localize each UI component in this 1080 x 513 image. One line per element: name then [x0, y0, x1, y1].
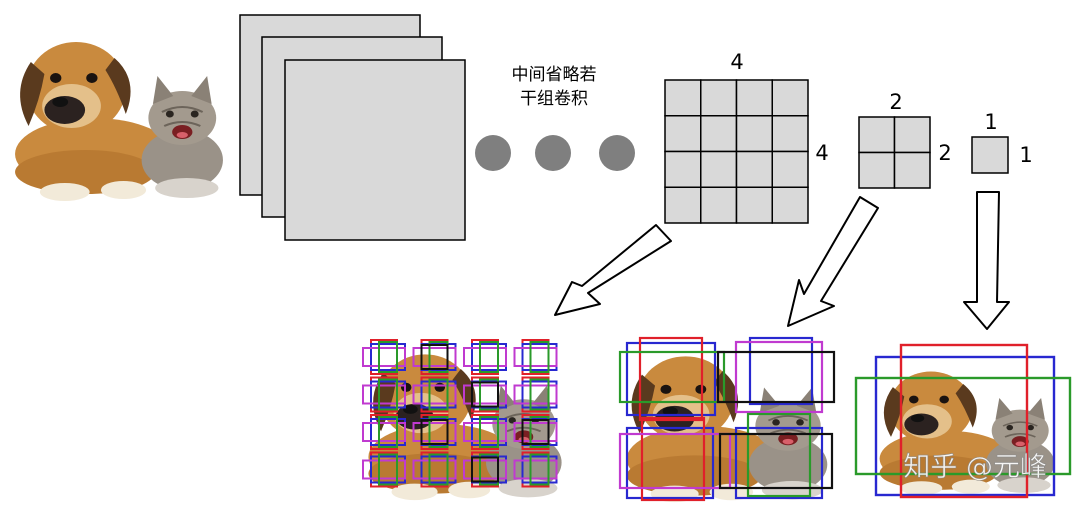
grid-2x2: [858, 116, 931, 189]
annotation-line-2: 干组卷积: [520, 89, 588, 109]
grid-cell: [664, 79, 702, 117]
anchor-box: [471, 381, 499, 408]
anchor-box: [716, 350, 836, 404]
grid-cell: [735, 79, 773, 117]
anchor-box: [513, 347, 558, 367]
anchor-box: [513, 384, 558, 405]
arrow-icon-2x2: [787, 196, 879, 327]
grid-1x1: [971, 136, 1009, 174]
anchor-box: [513, 422, 558, 442]
anchor-box: [529, 453, 550, 486]
anchor-box: [748, 336, 814, 406]
anchor-box: [746, 412, 812, 498]
anchor-box: [521, 419, 550, 445]
anchor-box: [529, 341, 550, 373]
anchor-box: [463, 422, 507, 442]
anchor-box: [854, 376, 1072, 476]
anchor-box: [420, 419, 449, 445]
anchor-box: [479, 378, 499, 411]
grid-cell: [700, 79, 738, 117]
grid-cell: [971, 136, 1009, 174]
anchor-box: [428, 453, 449, 486]
grid-cell: [700, 186, 738, 224]
anchor-box: [428, 378, 449, 411]
arrow-icon-4x4: [554, 224, 672, 316]
gray-dots-icon: [475, 135, 635, 171]
anchor-box: [479, 341, 499, 373]
anchor-box: [362, 384, 406, 405]
feature-map-stack: [239, 14, 466, 241]
grid-4x4: [664, 79, 809, 224]
anchor-box: [378, 378, 398, 411]
anchor-box: [378, 416, 398, 448]
anchor-box: [463, 347, 507, 367]
anchor-box: [734, 340, 824, 414]
anchor-box: [378, 453, 398, 486]
anchor-box: [463, 384, 507, 405]
grid-4-top-label: 4: [730, 50, 743, 74]
grid-cell: [700, 150, 738, 188]
anchor-box: [479, 416, 499, 448]
grid-cell: [735, 115, 773, 153]
grid-4-side-label: 4: [815, 141, 828, 165]
anchor-box: [529, 378, 550, 411]
anchor-box: [412, 459, 457, 480]
anchor-box: [718, 432, 834, 490]
grid-cell: [664, 150, 702, 188]
anchor-box: [412, 422, 457, 442]
anchor-boxes-4x4: [362, 339, 558, 488]
anchor-box: [618, 350, 726, 404]
grid-cell: [771, 186, 809, 224]
anchor-box: [734, 426, 824, 500]
grid-cell: [858, 151, 896, 189]
grid-cell: [664, 115, 702, 153]
arrow-icon-1x1: [963, 191, 1010, 330]
anchor-box: [513, 459, 558, 480]
grid-2-side-label: 2: [938, 141, 951, 165]
input-image: [13, 40, 225, 202]
anchor-box: [463, 459, 507, 480]
output-image-2x2: [625, 355, 829, 503]
grid-cell: [893, 116, 931, 154]
anchor-box: [412, 347, 457, 367]
anchor-box: [362, 422, 406, 442]
anchor-box: [420, 344, 449, 370]
grid-2-top-label: 2: [889, 90, 902, 114]
anchor-boxes-1x1: [854, 343, 1072, 499]
anchor-box: [471, 339, 499, 375]
anchor-box: [618, 432, 732, 490]
anchor-boxes-2x2: [618, 336, 836, 502]
grid-cell: [771, 115, 809, 153]
grid-cell: [771, 150, 809, 188]
anchor-box: [378, 341, 398, 373]
anchor-box: [471, 456, 499, 483]
annotation-line-1: 中间省略若: [512, 65, 597, 85]
grid-cell: [700, 115, 738, 153]
grid-cell: [893, 151, 931, 189]
anchor-box: [362, 347, 406, 367]
anchor-box: [874, 355, 1056, 497]
anchor-box: [640, 416, 706, 502]
grid-cell: [664, 186, 702, 224]
anchor-box: [638, 336, 704, 422]
anchor-box: [521, 339, 550, 375]
grid-cell: [735, 150, 773, 188]
anchor-box: [899, 343, 1029, 499]
grid-cell: [771, 79, 809, 117]
grid-1-side-label: 1: [1019, 143, 1032, 167]
grid-cell: [858, 116, 896, 154]
grid-1-top-label: 1: [984, 110, 997, 134]
anchor-box: [412, 384, 457, 405]
watermark: 知乎 @元峰: [903, 452, 1047, 483]
grid-cell: [735, 186, 773, 224]
anchor-box: [362, 459, 406, 480]
anchor-box: [625, 426, 715, 500]
anchor-box: [625, 341, 717, 417]
